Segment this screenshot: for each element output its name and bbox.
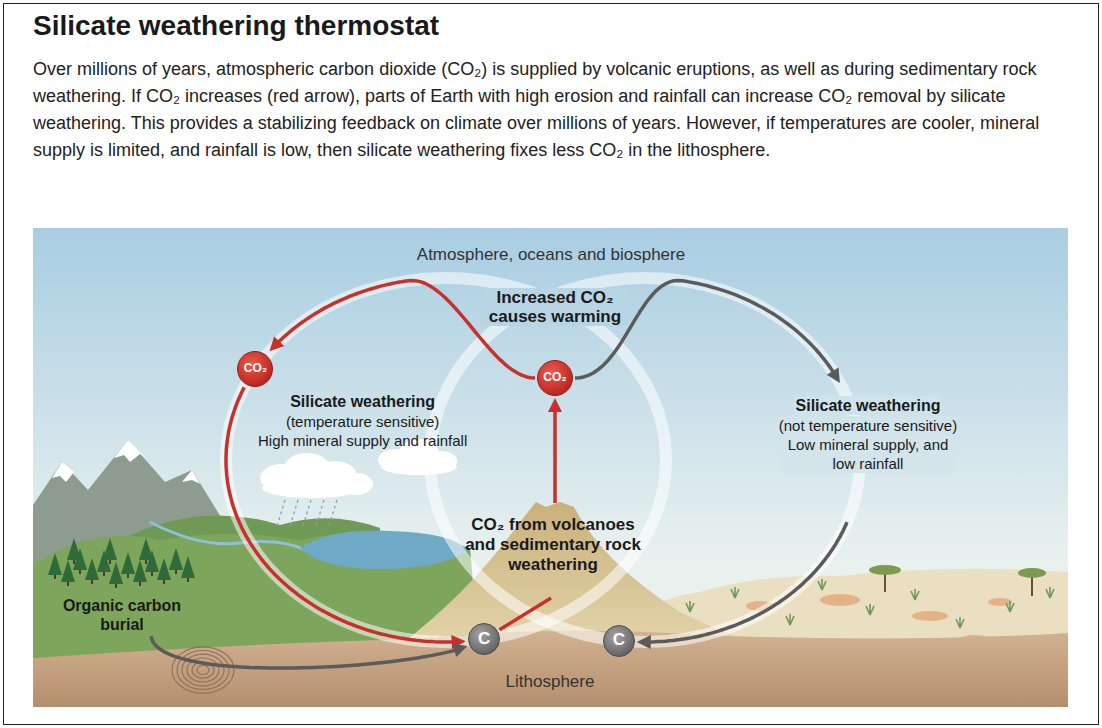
burial-ring — [177, 651, 229, 690]
burial-ring — [192, 662, 214, 678]
arrow-head — [452, 644, 468, 657]
carbon-circle-fill — [603, 625, 634, 656]
burial-ring — [172, 647, 234, 693]
text-label: Lithosphere — [506, 672, 595, 691]
text-label: (temperature sensitive) — [286, 412, 439, 431]
pine-tree — [61, 560, 75, 586]
flow-arrow — [151, 636, 468, 668]
carbon-circle: C — [468, 623, 500, 655]
text-label: Silicate weathering — [794, 396, 943, 415]
sky — [33, 228, 1068, 707]
pine-tree — [85, 558, 99, 584]
pine-tree — [181, 556, 195, 582]
pine-tree — [145, 550, 159, 576]
burial-label: Organic carbon burial — [56, 596, 188, 634]
co2-circle: CO₂ — [237, 351, 273, 387]
cloud-puff — [262, 478, 362, 498]
text-label: CO₂ from volcanoes and sedimentary rock … — [462, 515, 644, 575]
landscape-panel — [33, 228, 1068, 707]
burial-ring — [187, 658, 219, 682]
river — [150, 522, 305, 550]
node-text: C — [613, 631, 625, 650]
pine-tree — [97, 550, 111, 576]
arrow-line — [151, 636, 457, 668]
cycle-loop — [226, 278, 666, 642]
snow-cap — [182, 470, 200, 484]
arrow-head — [637, 635, 651, 649]
co2-circle-fill — [538, 361, 573, 396]
tree-crown — [1018, 568, 1046, 578]
diagram-caption: Over millions of years, atmospheric carb… — [33, 56, 1068, 164]
text-label: Increased CO₂ causes warming — [481, 288, 630, 326]
co2-circle: CO₂ — [537, 360, 573, 396]
soil-patch — [988, 598, 1012, 606]
snow-cap — [114, 440, 146, 462]
text-label: Low mineral supply, and low rainfall — [780, 435, 956, 473]
node-text: CO₂ — [543, 371, 566, 384]
co2-circle-fill — [238, 352, 273, 387]
lake — [300, 531, 468, 569]
rain — [277, 500, 337, 526]
tree-crown — [869, 565, 901, 575]
pine-tree — [157, 558, 171, 584]
pine-tree — [133, 560, 147, 586]
carbon-circle: C — [603, 625, 635, 657]
pine-tree — [121, 552, 135, 578]
grass-tufts — [651, 579, 1054, 628]
pine-tree — [169, 548, 183, 574]
soil-patch — [820, 594, 860, 606]
node-text: Organic carbon burial — [56, 596, 188, 634]
forest — [48, 538, 195, 588]
lithosphere-ground — [33, 631, 1068, 707]
tree-trunk — [1031, 575, 1033, 596]
text-label: High mineral supply and rainfall — [258, 431, 467, 450]
acacia-trees — [869, 565, 1046, 596]
pine-tree — [73, 548, 87, 574]
flow-arrow — [500, 398, 563, 630]
arrow-head — [548, 398, 562, 412]
burial-ring — [182, 654, 224, 686]
volcano — [400, 502, 760, 645]
text-label: Atmosphere, oceans and biosphere — [417, 245, 685, 264]
rain-cloud — [260, 453, 373, 498]
arrow-line — [226, 387, 455, 642]
node-text: CO₂ — [244, 362, 267, 375]
carbon-circle-fill — [469, 624, 500, 655]
organic-carbon-fingerprint — [172, 647, 234, 693]
pine-tree — [109, 562, 123, 588]
diagram-title: Silicate weathering thermostat — [33, 9, 439, 43]
cloud-puff — [381, 459, 457, 475]
soil-patch — [912, 611, 948, 621]
pine-tree — [48, 553, 62, 579]
text-label: Silicate weathering — [290, 392, 435, 411]
text-label: (not temperature sensitive) — [777, 416, 959, 435]
arrow-head — [827, 368, 840, 384]
flow-arrow — [226, 387, 466, 649]
arrow-head — [270, 336, 285, 351]
burial-ring — [197, 666, 209, 675]
snow-cap — [52, 462, 74, 482]
node-text: C — [478, 630, 490, 649]
arrow-head — [451, 635, 465, 649]
